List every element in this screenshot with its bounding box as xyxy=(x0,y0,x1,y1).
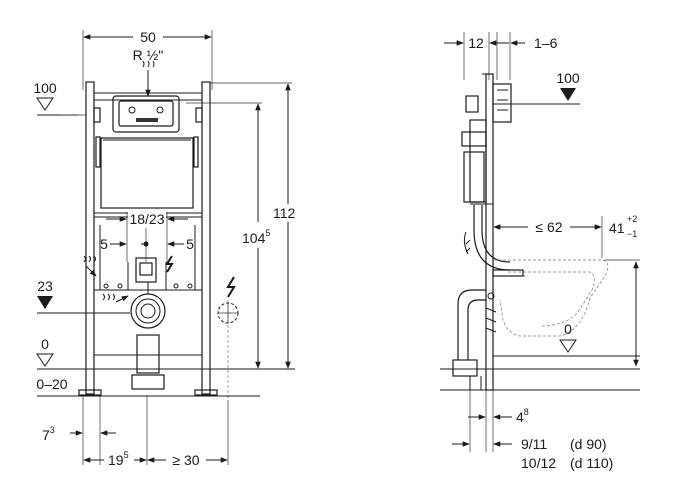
height-112-label: 112 xyxy=(273,205,296,221)
dim-foot-19-5: 195 xyxy=(83,396,148,468)
dim-depth-4-8: 48 xyxy=(468,390,529,452)
drain-outlet xyxy=(130,282,166,390)
level-23-label: 23 xyxy=(37,278,53,294)
spacing-18-23-label: 18/23 xyxy=(129,211,164,227)
depth-4-8-label: 48 xyxy=(516,407,529,425)
offset-left-5-label: 5 xyxy=(100,236,108,252)
floor-range: 0–20 xyxy=(36,376,260,397)
dim-spacing-18-23: 18/23 xyxy=(106,211,188,262)
pipe-size-label: R ½" xyxy=(133,47,164,63)
height-41-label: 41 xyxy=(609,220,625,236)
electric-icon-large xyxy=(226,276,236,298)
wc-bowl xyxy=(492,259,609,337)
dim-top-1-6: 1–6 xyxy=(496,32,558,80)
offset-right-5-label: 5 xyxy=(186,236,194,252)
dim-height-104-5: 1045 xyxy=(186,102,270,369)
level-0-side: 0 xyxy=(440,321,640,370)
water-inlet-icon-left xyxy=(83,255,97,277)
side-view: 12 1–6 xyxy=(440,32,640,471)
foot-19-5-label: 195 xyxy=(108,450,129,468)
width-50-label: 50 xyxy=(140,29,156,45)
dim-offset-9-11: 9/11 (d 90) 10/12 (d 110) xyxy=(452,390,613,471)
level-0-side-label: 0 xyxy=(564,321,572,337)
level-23: 23 xyxy=(37,278,130,314)
d90-label: (d 90) xyxy=(570,436,607,452)
dim-offsets-5: 5 5 xyxy=(100,228,194,262)
height-41-tolerance-plus: +2 xyxy=(627,214,637,224)
flush-plate xyxy=(112,95,180,133)
height-104-label: 1045 xyxy=(242,228,270,246)
offset-10-12-label: 10/12 xyxy=(521,455,556,471)
level-100-right-label: 100 xyxy=(556,70,580,86)
offset-9-11-label: 9/11 xyxy=(521,436,547,452)
dim-height-41: 41 +2 −1 xyxy=(604,214,640,367)
floor-range-label: 0–20 xyxy=(36,376,67,392)
top-1-6-label: 1–6 xyxy=(534,35,558,51)
dim-depth-62: ≤ 62 xyxy=(493,216,603,258)
side-frame xyxy=(461,73,512,391)
dim-foot-30: ≥ 30 xyxy=(147,400,229,469)
electric-icon-small xyxy=(165,255,174,273)
height-41-tolerance-minus: −1 xyxy=(627,229,637,239)
level-100-right: 100 xyxy=(493,70,580,105)
bowl-bracket xyxy=(99,225,196,290)
foot-30-label: ≥ 30 xyxy=(172,452,199,468)
foot-7-label: 73 xyxy=(42,425,55,443)
cistern xyxy=(95,136,199,209)
dim-top-12: 12 xyxy=(444,32,509,80)
front-view: 50 R ½" xyxy=(33,29,302,469)
water-supply-icon xyxy=(142,60,155,97)
electrical-box xyxy=(217,300,239,400)
level-0-front-label: 0 xyxy=(41,336,49,352)
top-12-label: 12 xyxy=(468,35,484,51)
d110-label: (d 110) xyxy=(570,455,613,471)
drain-pipe xyxy=(452,289,497,390)
water-inlet-icon-bottom xyxy=(102,293,129,303)
level-0-front: 0 xyxy=(36,336,295,370)
level-100-left: 100 xyxy=(33,80,86,116)
depth-62-label: ≤ 62 xyxy=(535,219,562,235)
dim-width-50: 50 xyxy=(82,29,213,90)
dim-foot-7: 73 xyxy=(42,396,116,465)
dim-height-112: 112 xyxy=(210,82,302,369)
level-100-left-label: 100 xyxy=(33,80,57,96)
